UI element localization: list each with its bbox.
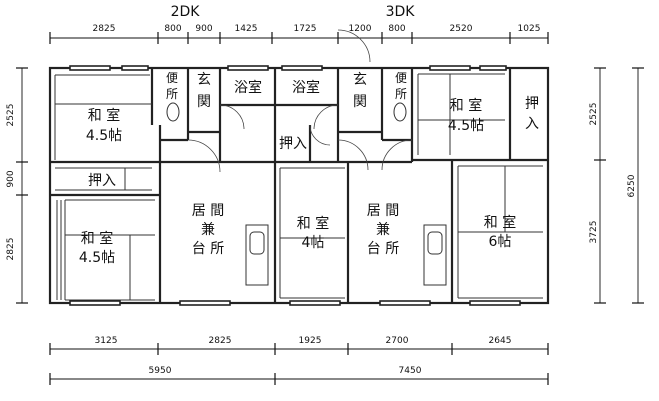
bottom-dim-2: 2825 — [209, 336, 232, 346]
unit-title-2dk: 2DK — [171, 4, 201, 20]
room-label-r-living-2: 兼 — [376, 222, 390, 238]
room-label-l-bath: 浴室 — [234, 79, 262, 96]
bottom-dimension-line-2 — [49, 373, 549, 385]
room-label-l-genkan-1: 玄 — [197, 71, 211, 88]
room-label-r-toilet-2: 所 — [395, 87, 407, 101]
toilet-fixture-right — [393, 102, 407, 122]
left-dim-3: 2825 — [6, 238, 16, 261]
room-label-r-oshiire-left: 押入 — [279, 136, 307, 152]
top-dim-5: 1725 — [294, 24, 317, 34]
room-label-r-living-1: 居 間 — [367, 203, 399, 219]
room-label-l-living-3: 台 所 — [192, 241, 224, 257]
top-dimension-line — [49, 32, 549, 44]
top-dim-8: 2520 — [450, 24, 473, 34]
toilet-fixture-left — [166, 102, 180, 122]
bottom-total-3dk: 7450 — [399, 366, 422, 376]
room-label-r-genkan-1: 玄 — [353, 71, 367, 88]
room-size-r-washitsu-6: 6帖 — [489, 234, 512, 250]
top-dim-7: 800 — [388, 24, 405, 34]
top-dim-9: 1025 — [518, 24, 541, 34]
left-dimension-line — [16, 67, 28, 304]
room-size-r-washitsu-top: 4.5帖 — [448, 118, 484, 134]
room-label-l-washitsu-bottom: 和 室 — [81, 230, 113, 247]
top-dim-2: 800 — [164, 24, 181, 34]
left-unit-walls — [50, 68, 275, 303]
right-dimension-lines — [594, 67, 644, 304]
room-label-l-toilet-2: 所 — [166, 87, 178, 101]
bottom-dimension-line-1 — [49, 343, 549, 355]
room-label-l-washitsu-top: 和 室 — [88, 107, 120, 124]
windows — [69, 65, 521, 306]
top-dim-6: 1200 — [349, 24, 372, 34]
right-dim-2: 3725 — [589, 221, 599, 244]
bottom-total-2dk: 5950 — [149, 366, 172, 376]
room-label-r-oshiire-right-2: 入 — [525, 116, 539, 132]
room-label-r-washitsu-top: 和 室 — [450, 97, 482, 114]
bottom-dim-1: 3125 — [95, 336, 118, 346]
left-dim-1: 2525 — [6, 104, 16, 127]
bottom-dim-3: 1925 — [299, 336, 322, 346]
right-dim-total: 6250 — [627, 174, 637, 197]
top-dim-3: 900 — [195, 24, 212, 34]
top-dim-4: 1425 — [235, 24, 258, 34]
door-swings — [187, 29, 413, 173]
bottom-dim-5: 2645 — [489, 336, 512, 346]
right-dim-1: 2525 — [589, 103, 599, 126]
room-label-l-genkan-2: 関 — [197, 94, 211, 110]
bottom-dim-4: 2700 — [386, 336, 409, 346]
room-size-l-washitsu-top: 4.5帖 — [86, 128, 122, 144]
room-label-r-washitsu-6: 和 室 — [484, 214, 516, 231]
room-label-r-toilet-1: 便 — [395, 71, 407, 85]
room-label-r-washitsu-4: 和 室 — [297, 215, 329, 232]
room-label-l-toilet-1: 便 — [166, 71, 178, 85]
room-label-l-oshiire: 押入 — [88, 173, 116, 189]
room-label-r-oshiire-right-1: 押 — [525, 96, 539, 112]
left-dim-2: 900 — [6, 170, 16, 187]
right-unit-walls — [275, 68, 548, 303]
top-dim-1: 2825 — [93, 24, 116, 34]
room-label-l-living-1: 居 間 — [192, 203, 224, 219]
unit-title-3dk: 3DK — [386, 4, 416, 20]
room-size-l-washitsu-bottom: 4.5帖 — [79, 250, 115, 266]
room-label-r-living-3: 台 所 — [367, 241, 399, 257]
room-label-r-bath: 浴室 — [292, 79, 320, 96]
room-label-r-genkan-2: 関 — [353, 94, 367, 110]
room-size-r-washitsu-4: 4帖 — [302, 235, 325, 251]
room-label-l-living-2: 兼 — [201, 222, 215, 238]
